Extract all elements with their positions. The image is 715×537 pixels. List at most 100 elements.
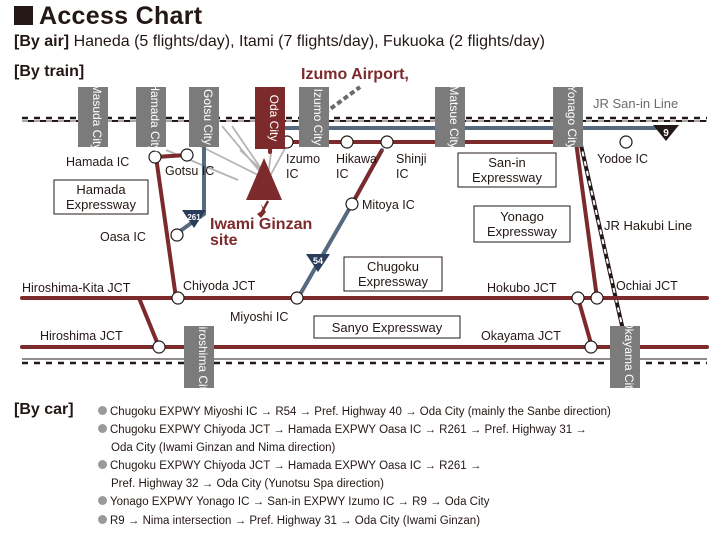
san-in-expressway-box [457, 152, 557, 188]
jr-hakubi-line-label: JR Hakubi Line [604, 218, 692, 233]
shinji-ic-node [380, 135, 394, 149]
car-route-text: Chugoku EXPWY Chiyoda JCT → Hamada EXPWY… [110, 424, 587, 437]
car-route-item: Yonago EXPWY Yonago IC → San-in EXPWY Iz… [98, 493, 611, 511]
ochiai-jct-node [590, 291, 604, 305]
hikawa-ic-label-1: Hikawa [336, 152, 377, 166]
interchange-labels: Hamada IC Gotsu IC Izumo IC Hikawa IC Sh… [22, 152, 678, 343]
yonago-exp-line1: Yonago [500, 209, 544, 224]
car-route-continuation: Oda City (Iwami Ginzan and Nima directio… [111, 442, 336, 455]
city-boxes [78, 87, 640, 388]
hokubo-jct-node [571, 291, 585, 305]
route-9-label: 9 [663, 128, 669, 139]
hamada-city-label: Hamada City [148, 82, 162, 151]
car-route-text: Chugoku EXPWY Chiyoda JCT → Hamada EXPWY… [110, 460, 482, 473]
shinji-ic-label-2: IC [396, 167, 409, 181]
okayama-jct-node [584, 340, 598, 354]
hiroshima-jct-label: Hiroshima JCT [40, 329, 123, 343]
iwami-ginzan-label-1: Iwami Ginzan [210, 216, 312, 233]
izumo-city-label: Izumo City [311, 89, 325, 146]
san-in-exp-line2: Expressway [472, 170, 543, 185]
okayama-city-box [610, 326, 640, 388]
car-route-text: Chugoku EXPWY Miyoshi IC → R54 → Pref. H… [110, 406, 611, 418]
hamada-exp-line2: Expressway [66, 197, 137, 212]
gotsu-ic-label: Gotsu IC [165, 164, 214, 178]
yodoe-ic-node [619, 135, 633, 149]
hokubo-jct-label: Hokubo JCT [487, 281, 557, 295]
hamada-exp-line1: Hamada [76, 182, 126, 197]
miyoshi-ic-node [290, 291, 304, 305]
jr-san-in-line [22, 116, 707, 122]
site-pointer-line [260, 200, 270, 213]
oasa-ic-label: Oasa IC [100, 230, 146, 244]
expressway-name-labels: Hamada Expressway San-in Expressway Yona… [66, 155, 558, 335]
san-in-exp-line1: San-in [488, 155, 526, 170]
yonago-city-label: Yonago City [565, 85, 579, 149]
hikawa-ic-node [340, 135, 354, 149]
route-9-badge: 9 [653, 125, 679, 141]
by-air-label: [By air] [14, 33, 70, 50]
car-route-text: Yonago EXPWY Yonago IC → San-in EXPWY Iz… [110, 496, 490, 509]
miyoshi-ic-label: Miyoshi IC [230, 310, 288, 324]
iwami-ginzan-label-2: site [210, 232, 238, 249]
iwami-ginzan-site-marker [246, 158, 282, 200]
izumo-airport-label: Izumo Airport, [301, 66, 409, 83]
jr-hakubi-line [576, 131, 630, 353]
bullet-icon [98, 406, 107, 415]
air-flights-text: Haneda (5 flights/day), Itami (7 flights… [69, 33, 545, 50]
oda-city-label: Oda City [267, 95, 281, 142]
shinji-ic-label-1: Shinji [396, 152, 427, 166]
yonago-city-box [553, 87, 583, 147]
hikawa-ic-label-2: IC [336, 167, 349, 181]
expressway-name-boxes [53, 152, 571, 339]
hiroshima-kita-jct-label: Hiroshima-Kita JCT [22, 281, 131, 295]
masuda-city-label: Masuda City [90, 84, 104, 151]
by-train-label: [By train] [14, 63, 85, 80]
gotsu-ic-node [180, 148, 194, 162]
chiyoda-jct-label: Chiyoda JCT [183, 279, 256, 293]
bullet-icon [98, 514, 107, 524]
gotsu-city-label: Gotsu City [201, 89, 215, 145]
jr-san-in-line-label: JR San-in Line [593, 96, 678, 111]
route-261-label: 261 [187, 213, 201, 222]
hiroshima-city-label: Hiroshima City [196, 318, 210, 396]
car-routes-list: Chugoku EXPWY Miyoshi IC → R54 → Pref. H… [98, 403, 611, 530]
car-route-item: Chugoku EXPWY Chiyoda JCT → Hamada EXPWY… [98, 421, 611, 439]
hamada-ic-node [148, 150, 162, 164]
bullet-icon [98, 496, 107, 506]
matsue-city-box [435, 87, 465, 147]
hiroshima-jct-node [152, 340, 166, 354]
izumo-ic-label-2: IC [286, 167, 299, 181]
by-car-label: [By car] [14, 401, 74, 418]
sanyo-exp-label: Sanyo Expressway [332, 320, 443, 335]
okayama-city-label: Okayama City [622, 319, 636, 394]
hiroshima-city-box [184, 326, 214, 388]
oda-city-box [255, 87, 285, 149]
yonago-expressway-box [473, 205, 571, 243]
mitoya-ic-label: Mitoya IC [362, 198, 415, 212]
chugoku-exp-line2: Expressway [358, 274, 429, 289]
car-route-text: R9 → Nima intersection → Pref. Highway 3… [110, 514, 481, 527]
jr-bottom-line [22, 358, 707, 365]
mitoya-link [350, 149, 384, 205]
interchange-nodes [148, 135, 633, 354]
masuda-city-box [78, 87, 108, 147]
city-labels: Masuda City Hamada City Gotsu City Oda C… [90, 82, 636, 396]
hamada-ic-label: Hamada IC [66, 155, 129, 169]
ochiai-jct-label: Ochiai JCT [616, 279, 678, 293]
car-route-item: Chugoku EXPWY Miyoshi IC → R54 → Pref. H… [98, 403, 611, 421]
route-54-label: 54 [313, 256, 323, 266]
mitoya-ic-node [345, 197, 359, 211]
title-square-icon [14, 6, 33, 25]
yonago-exp-line2: Expressway [487, 224, 558, 239]
air-access-line: [By air] Haneda (5 flights/day), Itami (… [14, 33, 545, 51]
hamada-city-box [136, 87, 166, 147]
bullet-icon [98, 460, 107, 470]
title-text: Access Chart [39, 2, 203, 30]
route-261-badge: 261 [182, 210, 206, 228]
sanyo-expressway-box [313, 315, 461, 339]
oasa-ic-node [170, 228, 184, 242]
car-route-continuation: Pref. Highway 32 → Oda City (Yunotsu Spa… [111, 478, 384, 491]
chiyoda-jct-node [171, 291, 185, 305]
route-54-badge: 54 [306, 254, 330, 272]
